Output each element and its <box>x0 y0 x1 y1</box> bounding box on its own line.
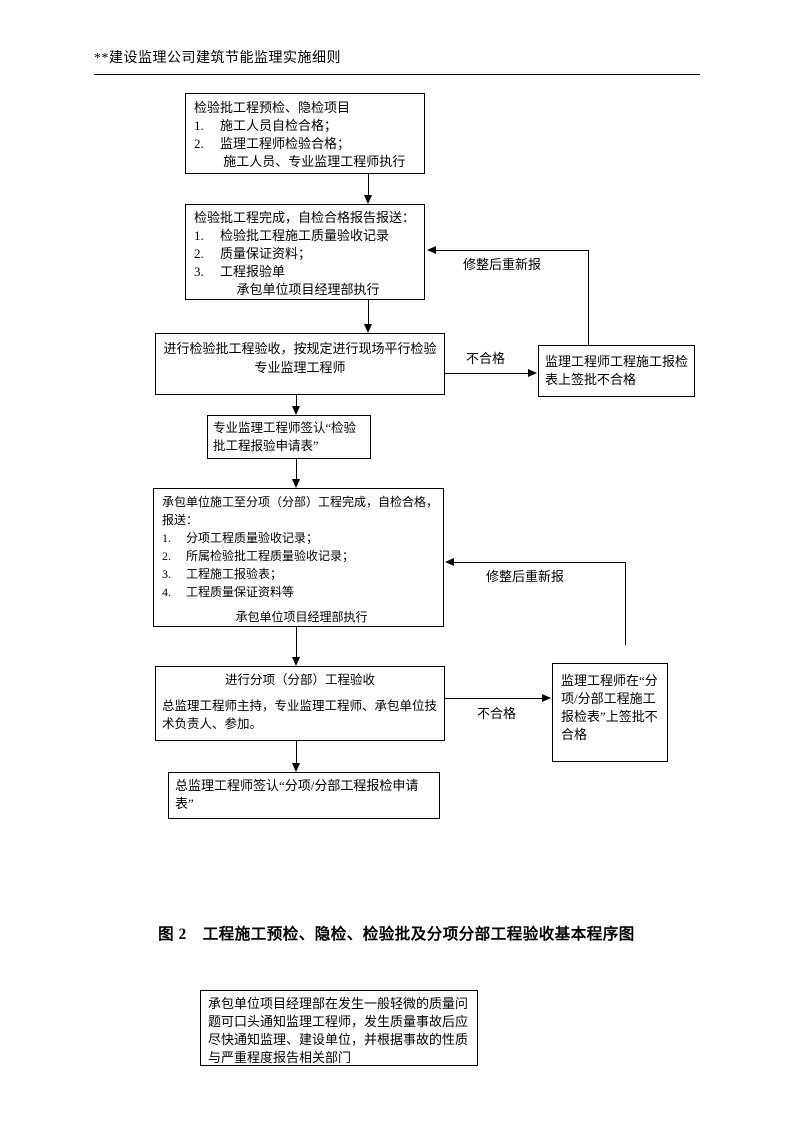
box-text-line: 3. 工程报验单 <box>194 264 286 279</box>
box-text-line: 2. 监理工程师检验合格； <box>194 136 351 151</box>
note-text: 承包单位项目经理部在发生一般轻微的质量问题可口头通知监理工程师，发生质量事故后应… <box>208 996 469 1065</box>
box-text: 监理工程师工程施工报检表上签批不合格 <box>545 354 689 387</box>
fail-arrow-line <box>445 698 543 699</box>
box-text-line: 2. 质量保证资料； <box>194 246 312 261</box>
connector-line <box>296 395 297 407</box>
box-reject-batch: 监理工程师工程施工报检表上签批不合格 <box>538 345 695 397</box>
box-title-line: 进行分项（分部）工程验收 <box>224 673 375 687</box>
resubmit-line-vertical <box>588 250 589 345</box>
box-text: 监理工程师在“分项/分部工程施工报检表”上签批不合格 <box>561 673 658 742</box>
box-text-line: 报送： <box>162 513 199 527</box>
box-text-line: 总监理工程师主持，专业监理工程师、承包单位技术负责人、参加。 <box>162 699 438 731</box>
arrowhead-down-icon <box>364 324 372 333</box>
arrowhead-down-icon <box>292 657 300 666</box>
resubmit-label: 修整后重新报 <box>486 569 565 584</box>
box-text: 专业监理工程师签认“检验批工程报验申请表” <box>213 421 357 453</box>
resubmit-label: 修整后重新报 <box>463 257 542 272</box>
arrowhead-right-icon <box>528 369 537 377</box>
box-subitem-complete-report: 承包单位施工至分项（分部）工程完成，自检合格， 报送： 1. 分项工程质量验收记… <box>153 488 444 627</box>
arrowhead-down-icon <box>292 763 300 772</box>
resubmit-line-horizontal <box>435 250 589 251</box>
box-text-line: 1. 施工人员自检合格； <box>194 118 338 133</box>
box-footer-line: 承包单位项目经理部执行 <box>236 282 380 297</box>
box-text-line: 2. 所属检验批工程质量验收记录； <box>162 549 355 563</box>
arrowhead-left-icon <box>445 558 454 566</box>
connector-line <box>296 627 297 658</box>
box-text-line: 1. 检验批工程施工质量验收记录 <box>194 228 390 243</box>
arrowhead-left-icon <box>427 246 436 254</box>
box-text-line: 3. 工程施工报验表； <box>162 567 283 581</box>
box-text-line: 1. 分项工程质量验收记录； <box>162 531 319 545</box>
arrowhead-down-icon <box>292 406 300 415</box>
connector-line <box>296 741 297 764</box>
connector-line <box>296 459 297 480</box>
fail-arrow-line <box>445 373 529 374</box>
arrowhead-down-icon <box>364 195 372 204</box>
box-batch-complete-report: 检验批工程完成，自检合格报告报送： 1. 检验批工程施工质量验收记录 2. 质量… <box>185 204 425 300</box>
box-text: 总监理工程师签认“分项/分部工程报检申请表” <box>175 778 419 811</box>
figure-caption: 图 2 工程施工预检、隐检、检验批及分项分部工程验收基本程序图 <box>158 926 635 943</box>
box-engineer-sign-batch: 专业监理工程师签认“检验批工程报验申请表” <box>207 415 371 459</box>
box-precheck-items: 检验批工程预检、隐检项目 1. 施工人员自检合格； 2. 监理工程师检验合格； … <box>185 93 425 174</box>
resubmit-line-horizontal <box>453 562 626 563</box>
box-text-line: 检验批工程预检、隐检项目 <box>194 100 351 115</box>
note-box: 承包单位项目经理部在发生一般轻微的质量问题可口头通知监理工程师，发生质量事故后应… <box>200 990 478 1066</box>
box-footer-line: 承包单位项目经理部执行 <box>235 610 368 624</box>
header-rule <box>94 74 700 75</box>
box-text-line: 进行检验批工程验收，按规定进行现场平行检验 <box>163 341 437 356</box>
connector-line <box>368 300 369 325</box>
box-text-line: 检验批工程完成，自检合格报告报送： <box>194 210 416 225</box>
connector-line <box>368 174 369 196</box>
page-header-title: **建设监理公司建筑节能监理实施细则 <box>94 51 341 66</box>
fail-label: 不合格 <box>466 351 506 366</box>
box-text-line: 专业监理工程师 <box>254 360 346 375</box>
arrowhead-right-icon <box>542 694 551 702</box>
box-subitem-acceptance: 进行分项（分部）工程验收 总监理工程师主持，专业监理工程师、承包单位技术负责人、… <box>155 666 445 741</box>
box-text-line: 4. 工程质量保证资料等 <box>162 585 295 599</box>
box-text-line: 承包单位施工至分项（分部）工程完成，自检合格， <box>162 495 439 509</box>
box-chief-sign-subitem: 总监理工程师签认“分项/分部工程报检申请表” <box>168 772 440 819</box>
box-batch-acceptance: 进行检验批工程验收，按规定进行现场平行检验 专业监理工程师 <box>155 333 445 395</box>
fail-label: 不合格 <box>477 706 517 721</box>
arrowhead-down-icon <box>292 479 300 488</box>
box-text-line: 施工人员、专业监理工程师执行 <box>194 154 406 169</box>
box-reject-subitem: 监理工程师在“分项/分部工程施工报检表”上签批不合格 <box>552 663 668 762</box>
resubmit-line-vertical <box>625 562 626 645</box>
